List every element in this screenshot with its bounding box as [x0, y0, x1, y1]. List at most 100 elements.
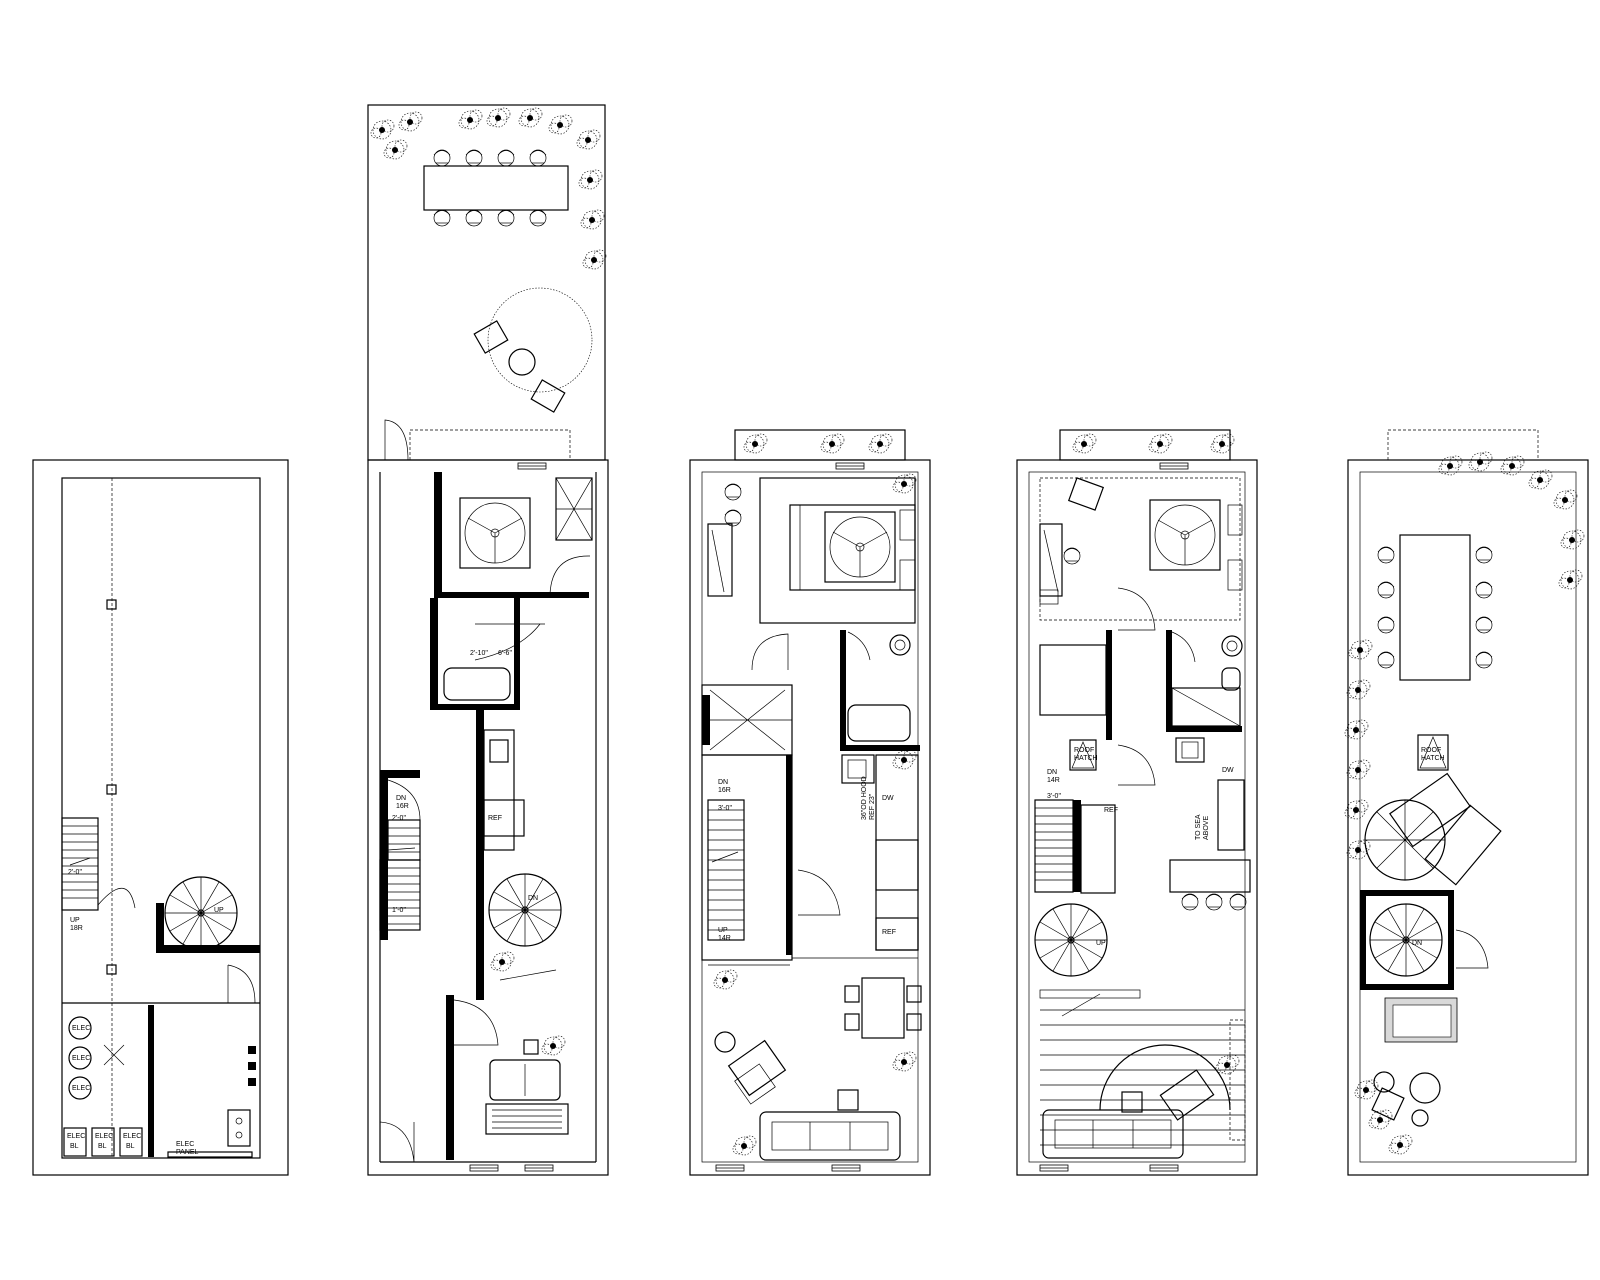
water-heater: [68, 1076, 92, 1100]
stool: [1411, 1109, 1429, 1127]
window: [469, 1164, 499, 1172]
parlor-stair: [701, 754, 841, 961]
door-swing: [453, 999, 499, 1046]
water-heater: [68, 1016, 92, 1040]
label-elec: ELEC: [72, 1055, 90, 1062]
stool: [1373, 1071, 1395, 1093]
coffee-table: [837, 1089, 859, 1111]
roof-stair-bulkhead: [1360, 890, 1489, 990]
chaise: [1389, 772, 1471, 848]
label-ref: REF: [1104, 807, 1118, 814]
lounge-chair: [1371, 1087, 1405, 1121]
window: [524, 1164, 554, 1172]
label-elec: ELEC: [67, 1133, 85, 1140]
roof-hatch: [1069, 739, 1097, 771]
label-bl: BL: [126, 1143, 135, 1150]
front-planter: [734, 429, 906, 461]
media-console: [485, 1103, 569, 1135]
chair: [433, 149, 451, 167]
dining-table: [861, 977, 905, 1039]
top-kitchen: [1169, 737, 1251, 911]
elec-box: [119, 1127, 143, 1157]
column: [106, 599, 117, 610]
roof-dining-table: [1399, 534, 1471, 681]
parlor-bathroom: [840, 630, 920, 770]
chair: [497, 209, 515, 227]
chaise: [1424, 804, 1502, 886]
label-dw: DW: [882, 795, 894, 802]
cellar-outer-wall: [32, 459, 289, 1176]
garden-planting: [370, 107, 607, 270]
cellar-spiral-stair: [156, 876, 260, 953]
top-floor-outer-wall: [1016, 459, 1258, 1176]
label-stair-dim: 2'-0": [68, 869, 82, 876]
chair: [529, 209, 547, 227]
top-bedroom: [1039, 477, 1243, 631]
label-ref: REF: [882, 929, 896, 936]
label-kitchen-note: 36"OD HOODREF 23": [861, 776, 876, 820]
door-swing: [227, 964, 256, 1004]
label-spiral-up: UP: [1096, 940, 1106, 947]
column: [106, 784, 117, 795]
floor-drain: [103, 1044, 125, 1066]
living-wall: [446, 995, 454, 1160]
chair: [465, 209, 483, 227]
garden-step: [409, 429, 571, 461]
door-swing: [97, 887, 136, 909]
front-planter: [1059, 429, 1231, 461]
water-heater: [68, 1046, 92, 1070]
spiral-stair: [488, 873, 562, 947]
plant: [541, 1035, 566, 1056]
label-stair-dim: 2'-0": [392, 815, 406, 822]
sofa: [489, 1059, 561, 1101]
column: [106, 964, 117, 975]
chair: [497, 149, 515, 167]
garden-stair: [379, 770, 421, 940]
label-dw: DW: [1222, 767, 1234, 774]
chair: [465, 149, 483, 167]
refrigerator: [483, 799, 525, 837]
partition-wall: [148, 1005, 154, 1157]
cellar-stair: [61, 817, 99, 911]
window: [517, 462, 547, 470]
label-elec: ELEC: [72, 1025, 90, 1032]
label-stair-dim: 3'-0": [1047, 793, 1061, 800]
top-deck: [1039, 989, 1246, 1159]
lounge-chair: [530, 379, 566, 413]
side-table: [523, 1039, 539, 1055]
label-stair-dim: 3'-0": [718, 805, 732, 812]
label-spiral-dn: DN: [528, 895, 538, 902]
roof-parapet: [1347, 459, 1589, 1176]
roof-planting: [1344, 451, 1585, 1155]
lounge-chair: [727, 1039, 787, 1097]
garden-side-table: [508, 348, 536, 376]
round-table: [1409, 1072, 1441, 1104]
label-kitchen-note: TO SEAABOVE: [1195, 814, 1210, 840]
label-elec: ELEC: [72, 1085, 90, 1092]
label-elec: ELEC: [95, 1133, 113, 1140]
chair: [433, 209, 451, 227]
bathroom: [430, 598, 545, 710]
entry-door: [379, 1121, 415, 1163]
top-bathroom: [1166, 630, 1243, 732]
bedroom: [434, 472, 593, 598]
elec-box: [63, 1127, 87, 1157]
closet: [1039, 644, 1107, 716]
lounge-chair: [473, 320, 509, 354]
kitchen-counter: [483, 729, 515, 851]
label-spiral-dn: DN: [1412, 940, 1422, 947]
side-table: [714, 1031, 736, 1053]
top-stair: [1034, 799, 1116, 894]
garden-boundary: [367, 104, 606, 461]
